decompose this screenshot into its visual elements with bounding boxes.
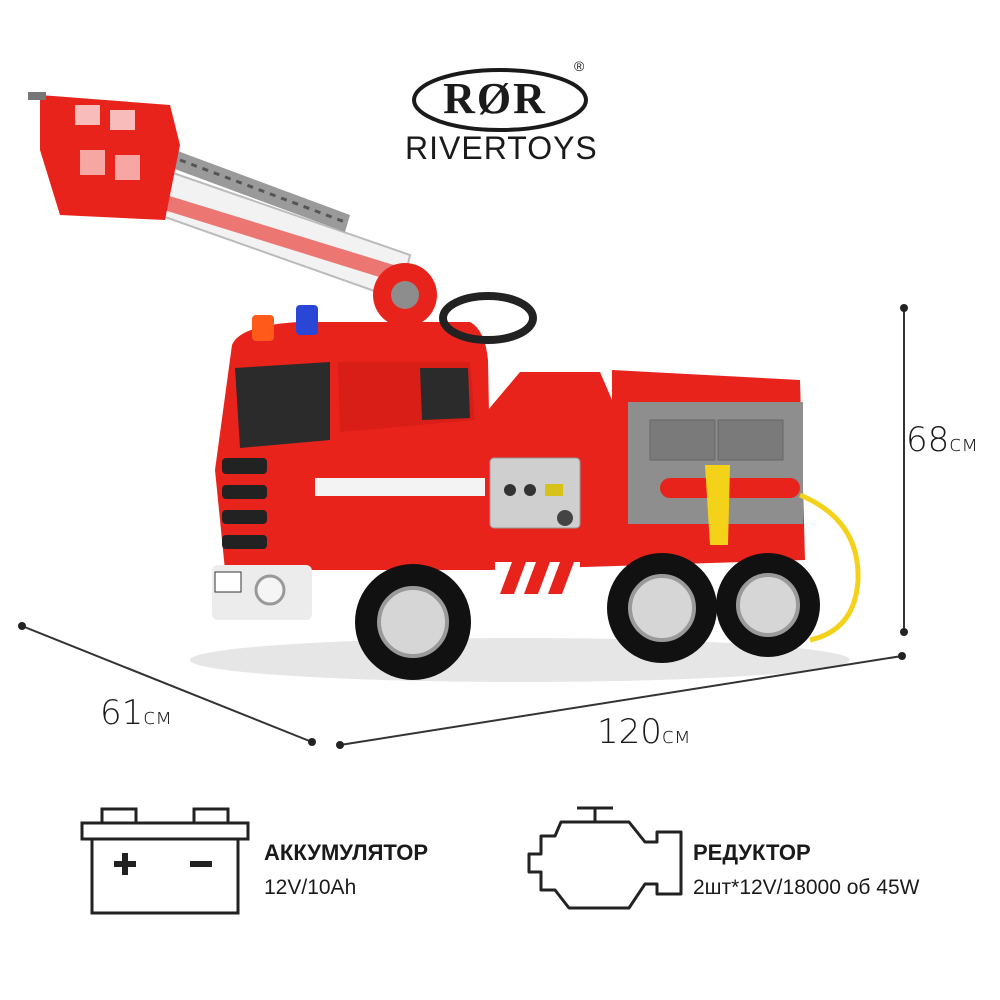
- wheel-rear-2: [716, 553, 820, 657]
- brand-logo: [412, 68, 588, 132]
- engine-icon: [527, 806, 683, 910]
- battery-icon: [80, 807, 250, 915]
- battery-title: АККУМУЛЯТОР: [264, 840, 429, 865]
- width-value: 61: [100, 693, 144, 733]
- length-value: 120: [597, 712, 662, 752]
- fire-truck-image: [28, 92, 861, 682]
- height-dimension: 68см: [906, 420, 978, 460]
- gearbox-title: РЕДУКТОР: [693, 840, 811, 865]
- battery-value: 12V/10Ah: [264, 876, 357, 899]
- width-unit: см: [143, 705, 172, 730]
- brand-name: RIVERTOYS: [405, 130, 598, 166]
- warning-stripes: [495, 562, 580, 594]
- wheel-front: [355, 564, 471, 680]
- registered-mark: ®: [574, 58, 585, 74]
- water-nozzle: [660, 465, 861, 643]
- gearbox-value: 2шт*12V/18000 об 45W: [693, 876, 920, 899]
- truck-grille: [222, 458, 267, 549]
- height-value: 68: [906, 420, 950, 460]
- ladder-basket: [28, 92, 180, 220]
- length-unit: см: [661, 724, 691, 749]
- length-dimension: 120см: [597, 712, 691, 752]
- width-dimension: 61см: [100, 693, 172, 733]
- wheel-rear-1: [607, 553, 717, 663]
- brand-mark: RØR: [443, 74, 547, 123]
- height-unit: см: [949, 432, 978, 457]
